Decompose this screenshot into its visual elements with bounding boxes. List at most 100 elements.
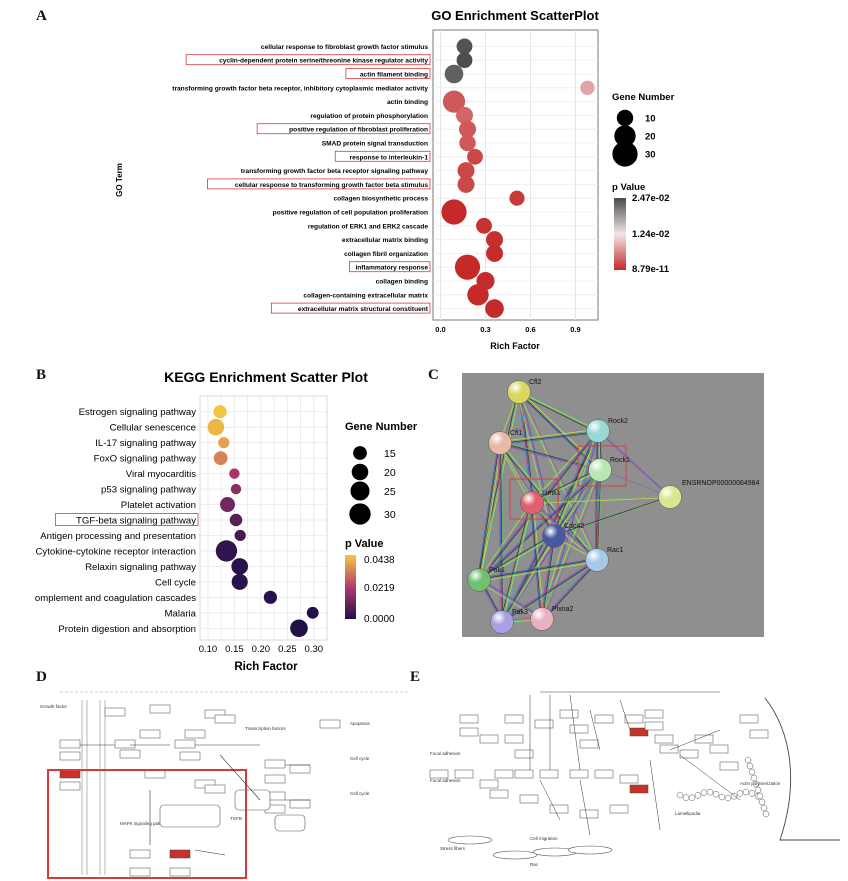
network-edge [477,534,554,579]
network-edge [519,391,598,560]
network-edge [479,470,601,581]
pathway-d-node [214,714,236,724]
network-edge [478,558,597,579]
go-term-label: cellular response to fibroblast growth f… [261,44,428,51]
network-edge [478,391,519,580]
pathway-e-actin [567,845,613,855]
pathway-e-node [479,779,499,789]
pathway-e-node [749,729,769,739]
go-term-label: extracellular matrix binding [342,237,428,244]
go-point [458,120,477,138]
pathway-e-text: Actin polymerization [740,781,781,786]
network-edge [501,535,554,622]
kegg-point [231,573,248,590]
pathway-e-actin-bead [712,790,720,798]
pathway-e-node [619,774,639,784]
network-edge [597,431,670,498]
ppi-network: Cfl2Cfl1Rock2Rock1ENSRNOP00000064984Limk… [462,373,764,637]
network-node-ens [658,485,682,509]
pathway-e-actin-bead [756,792,764,800]
network-edge [518,392,532,504]
pathway-e-actin-bead [706,788,714,796]
kegg-point [234,529,246,542]
pathway-e-arrow [649,759,661,831]
kegg-point [220,497,236,513]
go-size-legend-label: 30 [645,150,656,161]
pathway-d-node [119,749,141,759]
network-node-label: Plxna2 [552,606,574,613]
network-edge [532,502,543,619]
pathway-d-process-box [159,804,221,828]
pathway-e-node [429,769,449,779]
go-point [580,80,595,96]
go-size-legend-title: Gene Number [612,92,675,103]
panel-letter-e: E [410,669,421,685]
network-edge [478,559,597,580]
pathway-d-text: Transcription factors [245,726,286,731]
pathway-d-arrow [219,754,261,801]
go-size-legend-dot [612,141,638,167]
go-term-label: regulation of protein phosphorylation [310,113,428,120]
network-edge [542,560,599,621]
pathway-d-text: Apoptosis [350,721,371,726]
pathway-e-arrow [579,779,591,836]
network-edge [595,430,597,560]
pathway-d-text: MAPK signaling pathway [120,821,171,826]
network-edge [518,392,598,432]
kegg-point [229,513,243,527]
pathway-d-node [149,704,171,714]
network-edge [478,580,542,620]
network-edge [500,558,597,621]
pathway-d-node [59,739,81,749]
go-term-highlight-box [270,302,431,314]
network-edge [597,431,599,561]
go-term-label: cyclin-dependent protein serine/threonin… [219,58,428,65]
kegg-colorbar [345,555,356,619]
network-edge [531,468,600,502]
kegg-size-legend-label: 25 [384,486,396,498]
network-edge [478,502,532,580]
pathway-e-text: Focal adhesion [430,751,461,756]
pathway-e-node [709,744,729,754]
pathway-e-actin-bead [754,786,762,794]
network-edge [543,470,602,620]
network-node-rock2 [586,419,610,443]
pathway-d-text: Cell cycle [350,756,370,761]
pathway-e-node [504,714,524,724]
network-edge [531,496,670,503]
pathway-d-node [264,774,286,784]
network-edge [479,536,555,581]
network-edge [540,430,597,619]
network-node-pak1 [467,568,491,592]
network-edge [502,560,598,623]
pathway-d-node [169,849,191,859]
kegg-size-legend-dot [349,503,371,525]
pathway-e-text: Cell migration [530,836,558,841]
pathway-d-node [59,751,81,761]
pathway-e-actin-bead [760,804,768,812]
network-edge [596,430,598,560]
network-edge [477,391,518,580]
kegg-size-legend-label: 15 [384,448,396,460]
pathway-e-node [514,769,534,779]
pathway-e-actin-bead [700,789,708,796]
pathway-e-actin-bead [762,810,770,818]
pathway-d-highlight-box [47,769,247,879]
network-edge [532,502,598,560]
go-point [476,217,492,234]
network-edge [540,535,553,619]
go-term-highlight-box [349,261,431,273]
go-x-tick-label: 0.9 [570,325,580,334]
network-edge [499,429,598,442]
pathway-e-actin [447,835,493,845]
kegg-size-legend-dot [350,481,370,501]
kegg-term-label: Malaria [165,608,197,619]
kegg-point [207,418,225,436]
pathway-e-actin-bead [742,788,750,796]
pathway-d-node [289,764,311,774]
pathway-e-node [579,739,599,749]
network-highlight-box [577,445,627,487]
go-size-legend-label: 10 [645,114,656,125]
